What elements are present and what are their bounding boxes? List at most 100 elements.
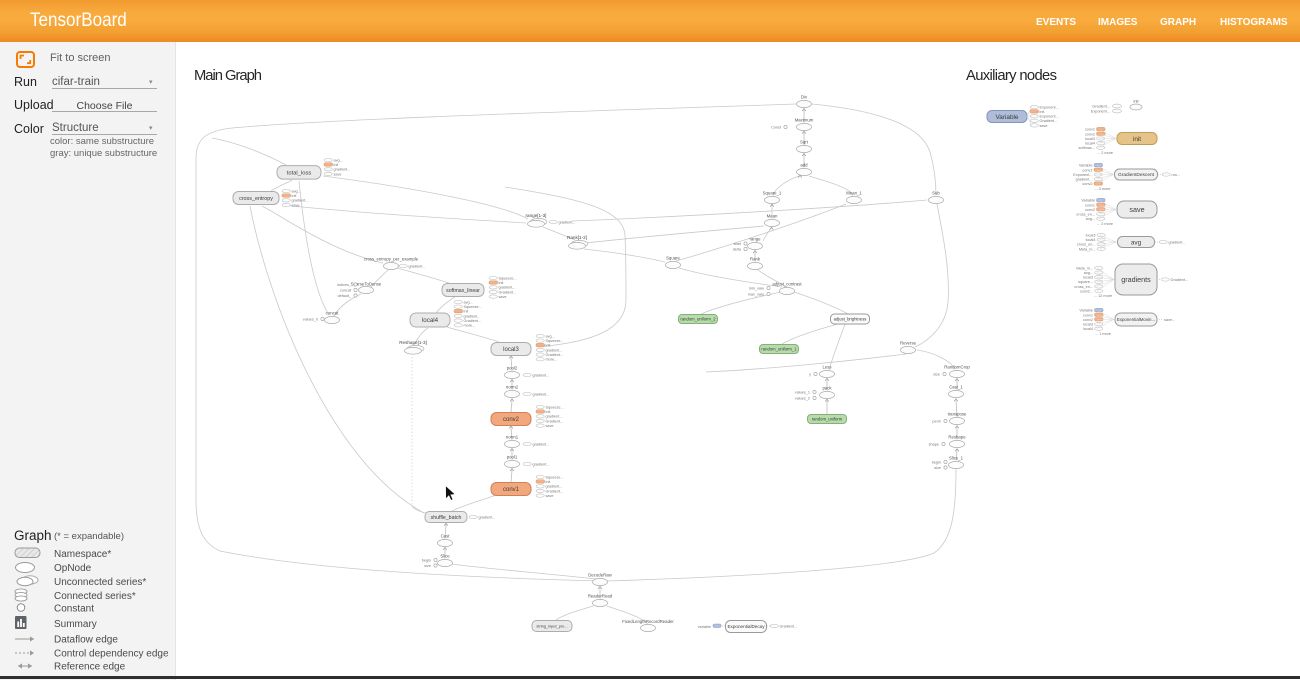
svg-text:gradient...: gradient... — [499, 286, 516, 290]
svg-text:Div: Div — [801, 95, 808, 100]
svg-text:init: init — [1040, 110, 1046, 114]
svg-text:y: y — [809, 372, 811, 376]
svg-text:random_uniform_2: random_uniform_2 — [680, 317, 716, 322]
svg-text:values_2: values_2 — [795, 396, 810, 400]
svg-text:save...: save... — [1164, 318, 1175, 322]
svg-text:init: init — [1133, 99, 1139, 104]
svg-text:init: init — [464, 310, 470, 314]
svg-text:Gradient...: Gradient... — [546, 419, 564, 423]
svg-text:Gradient...: Gradient... — [780, 624, 798, 628]
svg-text:init: init — [334, 163, 340, 167]
svg-text:local3: local3 — [1086, 234, 1096, 238]
svg-text:adjust_brightness: adjust_brightness — [834, 317, 867, 322]
svg-text:shuffle_batch: shuffle_batch — [431, 515, 462, 521]
svg-text:gradient...: gradient... — [533, 462, 550, 466]
svg-text:local4: local4 — [1085, 142, 1095, 146]
svg-text:Rank: Rank — [750, 257, 761, 262]
svg-text:variable: variable — [698, 625, 711, 629]
svg-text:conv2: conv2 — [1082, 182, 1092, 186]
svg-text:softmax_linear: softmax_linear — [446, 288, 480, 294]
svg-text:concat: concat — [326, 311, 339, 316]
svg-text:cross_en...: cross_en... — [1074, 285, 1093, 289]
svg-text:delta: delta — [733, 247, 742, 251]
svg-text:GradientDescent: GradientDescent — [1118, 172, 1155, 178]
svg-text:local4: local4 — [422, 317, 439, 324]
svg-text:Gradient...: Gradient... — [546, 489, 564, 493]
svg-text:range: range — [750, 237, 762, 242]
svg-text:more...: more... — [464, 324, 476, 328]
svg-text:... 3 more: ... 3 more — [1094, 187, 1110, 191]
svg-text:Gradient...: Gradient... — [464, 319, 482, 323]
svg-text:Variable: Variable — [1079, 309, 1093, 313]
svg-text:begin: begin — [932, 460, 941, 464]
svg-text:init: init — [292, 194, 298, 198]
svg-text:gradient...: gradient... — [292, 199, 309, 203]
svg-text:conv2: conv2 — [1083, 318, 1093, 322]
svg-text:Control dependency edge: Control dependency edge — [54, 649, 169, 660]
svg-text:avg...: avg... — [292, 189, 301, 193]
svg-text:Squeeze...: Squeeze... — [499, 276, 517, 280]
svg-text:norm1: norm1 — [506, 435, 519, 440]
svg-text:max_valu: max_valu — [748, 292, 764, 296]
svg-text:softmax...: softmax... — [1079, 146, 1095, 150]
svg-text:save: save — [334, 172, 342, 176]
svg-text:Meta_in...: Meta_in... — [1079, 247, 1096, 251]
svg-text:gradient...: gradient... — [533, 392, 550, 396]
svg-text:Sub: Sub — [932, 191, 940, 196]
svg-text:avg...: avg... — [334, 158, 343, 162]
svg-text:Squeeze...: Squeeze... — [546, 339, 564, 343]
svg-text:gradient...: gradient... — [1076, 178, 1093, 182]
svg-text:values_0: values_0 — [303, 317, 318, 321]
svg-text:Reverse: Reverse — [900, 341, 917, 346]
svg-text:gradient...: gradient... — [546, 415, 563, 419]
svg-text:FixedLengthRecordReader: FixedLengthRecordReader — [622, 619, 674, 624]
svg-text:conv1: conv1 — [1083, 313, 1093, 317]
svg-text:init: init — [499, 281, 505, 285]
svg-text:ExponentialDecay: ExponentialDecay — [727, 624, 765, 629]
svg-text:local3: local3 — [1085, 137, 1095, 141]
svg-text:add: add — [800, 163, 808, 168]
svg-text:avg...: avg... — [546, 334, 555, 338]
svg-text:Connected series*: Connected series* — [54, 591, 136, 602]
svg-text:local4: local4 — [1086, 238, 1096, 242]
svg-text:total_loss: total_loss — [287, 170, 312, 176]
svg-text:Gradient...: Gradient... — [546, 353, 564, 357]
svg-text:local4: local4 — [1083, 327, 1093, 331]
svg-text:Namespace*: Namespace* — [54, 549, 111, 560]
svg-text:save: save — [546, 424, 554, 428]
svg-text:random_uniform: random_uniform — [812, 417, 843, 422]
svg-text:more...: more... — [546, 358, 558, 362]
svg-text:Auxiliary nodes: Auxiliary nodes — [966, 68, 1057, 84]
svg-text:ReaderRead: ReaderRead — [588, 594, 613, 599]
svg-text:conv1: conv1 — [1085, 203, 1095, 207]
svg-text:init: init — [546, 480, 552, 484]
svg-text:values_1: values_1 — [795, 390, 810, 394]
svg-text:cross_entropy_per_example: cross_entropy_per_example — [364, 257, 419, 262]
svg-text:ExponentialMovin...: ExponentialMovin... — [1117, 317, 1155, 322]
svg-text:local3: local3 — [503, 347, 519, 353]
svg-text:Exponent...: Exponent... — [1040, 115, 1059, 119]
svg-text:Summary: Summary — [54, 619, 97, 630]
svg-text:init: init — [546, 410, 552, 414]
svg-text:gradient...: gradient... — [409, 264, 426, 268]
svg-text:gradient...: gradient... — [1169, 240, 1186, 244]
svg-text:conv1: conv1 — [503, 487, 520, 493]
svg-text:conv2: conv2 — [1085, 208, 1095, 212]
svg-text:Slice: Slice — [440, 554, 450, 559]
svg-text:local3: local3 — [1083, 323, 1093, 327]
svg-text:range[1-3]: range[1-3] — [526, 213, 547, 218]
svg-text:... 12 more: ... 12 more — [1094, 294, 1112, 298]
svg-text:Squeeze...: Squeeze... — [546, 475, 564, 479]
svg-text:gradient...: gradient... — [464, 314, 481, 318]
svg-text:shape: shape — [929, 442, 939, 446]
svg-text:conv2: conv2 — [503, 417, 520, 423]
svg-text:pack: pack — [822, 386, 832, 391]
svg-text:avg...: avg... — [1084, 271, 1093, 275]
svg-text:min_valu: min_valu — [749, 286, 764, 290]
svg-text:avg...: avg... — [464, 300, 473, 304]
svg-text:conv1: conv1 — [1082, 168, 1092, 172]
svg-text:indices_: indices_ — [337, 283, 352, 287]
svg-text:size: size — [934, 466, 941, 470]
svg-text:conv2: conv2 — [1085, 132, 1095, 136]
svg-text:Sqrt: Sqrt — [800, 140, 809, 145]
